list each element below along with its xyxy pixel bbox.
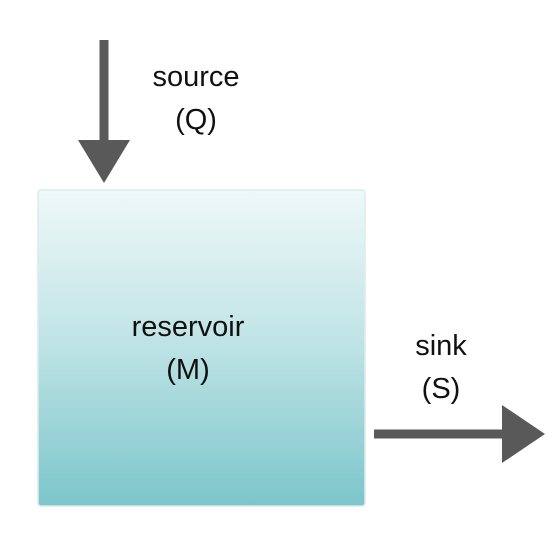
source-symbol: (Q)	[175, 104, 217, 136]
reservoir-symbol: (M)	[166, 354, 210, 386]
reservoir-label: reservoir (M)	[98, 306, 278, 392]
source-arrow-icon	[78, 40, 130, 183]
sink-label: sink (S)	[381, 325, 501, 411]
sink-arrow-icon	[374, 405, 545, 463]
reservoir-name: reservoir	[131, 311, 245, 343]
source-label: source (Q)	[126, 56, 266, 142]
sink-name: sink	[415, 330, 467, 362]
sink-symbol: (S)	[421, 373, 461, 405]
reservoir-box	[37, 189, 366, 507]
source-name: source	[152, 61, 240, 93]
